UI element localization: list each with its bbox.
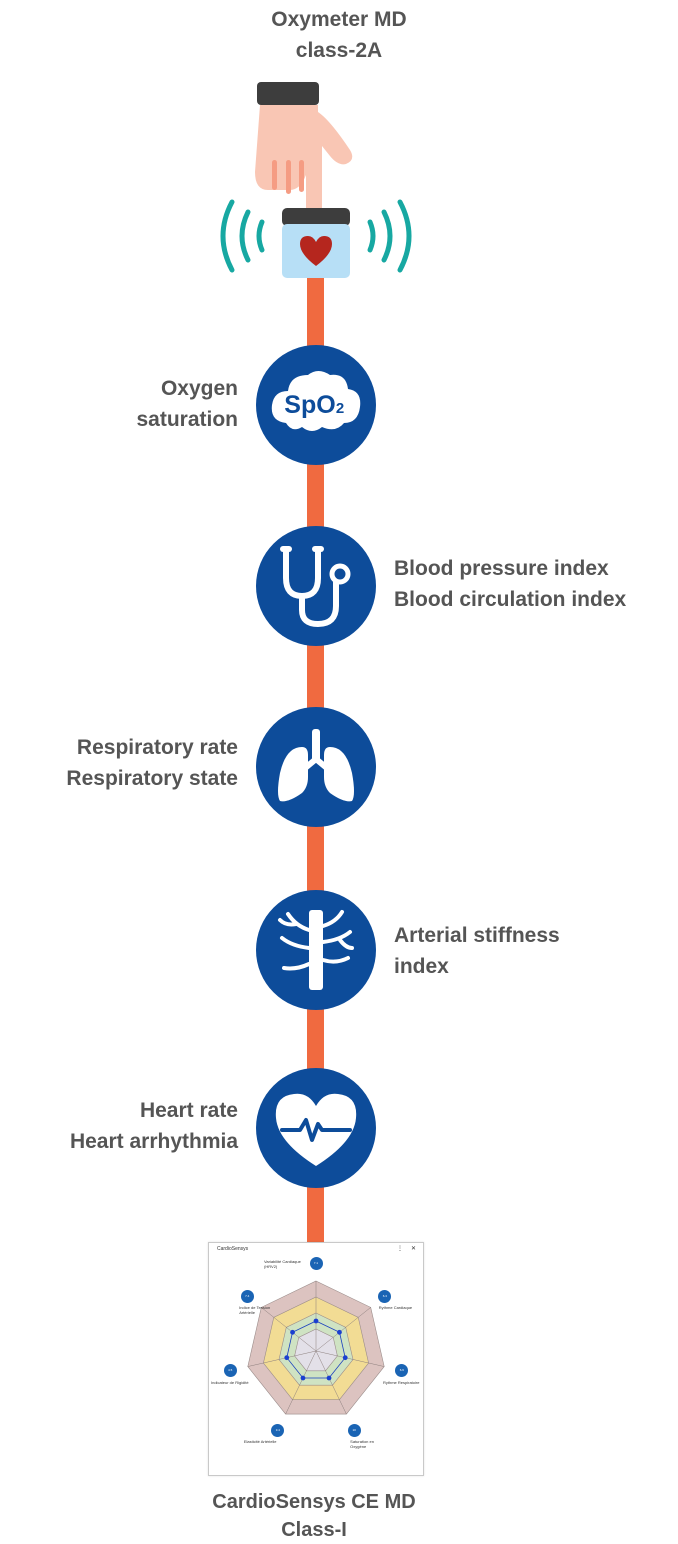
footer-title-line-1: CardioSensys CE MD (212, 1491, 416, 1513)
radar-axis-label: Rythme Cardiaque (378, 1305, 413, 1311)
radar-axis-line (315, 1350, 347, 1415)
wristband-icon (257, 82, 319, 105)
stethoscope-icon (280, 546, 351, 628)
label-line: Heart arrhythmia (69, 1130, 238, 1153)
footer-title-line-2: Class-I (281, 1519, 347, 1541)
radar-value-point (284, 1355, 290, 1361)
respiratory-label: Respiratory rate Respiratory state (10, 732, 238, 794)
heart-pulse-icon (275, 1093, 357, 1166)
radar-badge[interactable]: 10 (347, 1423, 361, 1437)
radar-value-point (337, 1329, 342, 1335)
radar-badge[interactable]: 6.6 (395, 1364, 409, 1378)
radar-axis-label: Rythme Respiratoire (383, 1379, 420, 1385)
oximeter-icon (282, 208, 350, 278)
heart-rate-label: Heart rate Heart arrhythmia (10, 1095, 238, 1157)
menu-icon[interactable]: ⋮ (397, 1246, 403, 1252)
spo2-cloud-icon: SpO 2 (271, 371, 361, 431)
radar-badge[interactable]: 6.3 (378, 1289, 392, 1303)
oximeter-device-illustration (220, 82, 412, 278)
app-titlebar: CardioSensys ⋮ ✕ (209, 1243, 423, 1255)
spo2-icon-subscript: 2 (336, 400, 344, 417)
header-title: Oxymeter MD class-2A (189, 4, 489, 66)
app-title: CardioSensys (217, 1246, 249, 1252)
radar-badge[interactable]: 7.4 (240, 1289, 254, 1303)
arterial-stiffness-node (256, 890, 376, 1010)
radar-badge[interactable]: 7.1 (309, 1256, 323, 1270)
label-line: saturation (136, 408, 238, 431)
radar-value-polygon (286, 1320, 346, 1379)
radar-value-point (326, 1375, 332, 1381)
oxygen-saturation-label: Oxygen saturation (40, 373, 238, 435)
radar-value-point (313, 1318, 319, 1324)
arterial-stiffness-label: Arterial stiffness index (394, 920, 654, 982)
spo2-icon-text: SpO (284, 391, 335, 419)
label-line: Blood pressure index (394, 557, 609, 580)
radar-value-point (300, 1375, 306, 1381)
radar-svg (247, 1280, 385, 1415)
label-line: Arterial stiffness (394, 924, 560, 947)
label-line: index (394, 955, 449, 978)
radar-badge[interactable]: 4.5 (223, 1364, 237, 1378)
radar-axis-label: Variabilité Cardiaque (HRV2) (264, 1259, 301, 1269)
radar-axis-line (261, 1307, 317, 1352)
cardiosensys-app-window: CardioSensys ⋮ ✕ 7.1 Variabilité Cardiaqu… (208, 1242, 424, 1476)
blood-pressure-label: Blood pressure index Blood circulation i… (394, 553, 674, 615)
oxygen-saturation-node: SpO 2 (256, 345, 376, 465)
radar-value-point (342, 1355, 348, 1361)
radar-value-point (290, 1329, 295, 1335)
radar-axis-label: Indice de Tension Artérielle (239, 1305, 271, 1316)
signal-waves-right-icon (367, 199, 412, 273)
heart-icon (300, 236, 332, 266)
header-title-line-1: Oxymeter MD (271, 8, 407, 31)
radar-axis-label: Elasticité Artérielle (243, 1439, 277, 1445)
label-line: Respiratory state (66, 767, 238, 790)
respiratory-node (256, 707, 376, 827)
header-title-line-2: class-2A (295, 39, 383, 62)
radar-axis-line (285, 1350, 317, 1415)
radar-axis-label: Indicateur de Rigidité (211, 1379, 249, 1385)
heart-rate-node (256, 1068, 376, 1188)
radar-axis-line (247, 1350, 317, 1367)
radar-axis-line (315, 1307, 371, 1352)
radar-axis-line (315, 1350, 385, 1367)
close-icon[interactable]: ✕ (411, 1246, 417, 1252)
blood-pressure-node (256, 526, 376, 646)
radar-axis-label: Saturation en Oxygène (350, 1439, 374, 1450)
lungs-icon (278, 729, 354, 802)
label-line: Oxygen (160, 377, 238, 400)
label-line: Blood circulation index (394, 588, 627, 611)
signal-waves-left-icon (220, 199, 265, 273)
radar-badge[interactable]: 3.4 (271, 1423, 285, 1437)
label-line: Heart rate (139, 1099, 238, 1122)
artery-icon (278, 910, 354, 990)
label-line: Respiratory rate (76, 736, 238, 759)
hand-icon (255, 105, 353, 210)
